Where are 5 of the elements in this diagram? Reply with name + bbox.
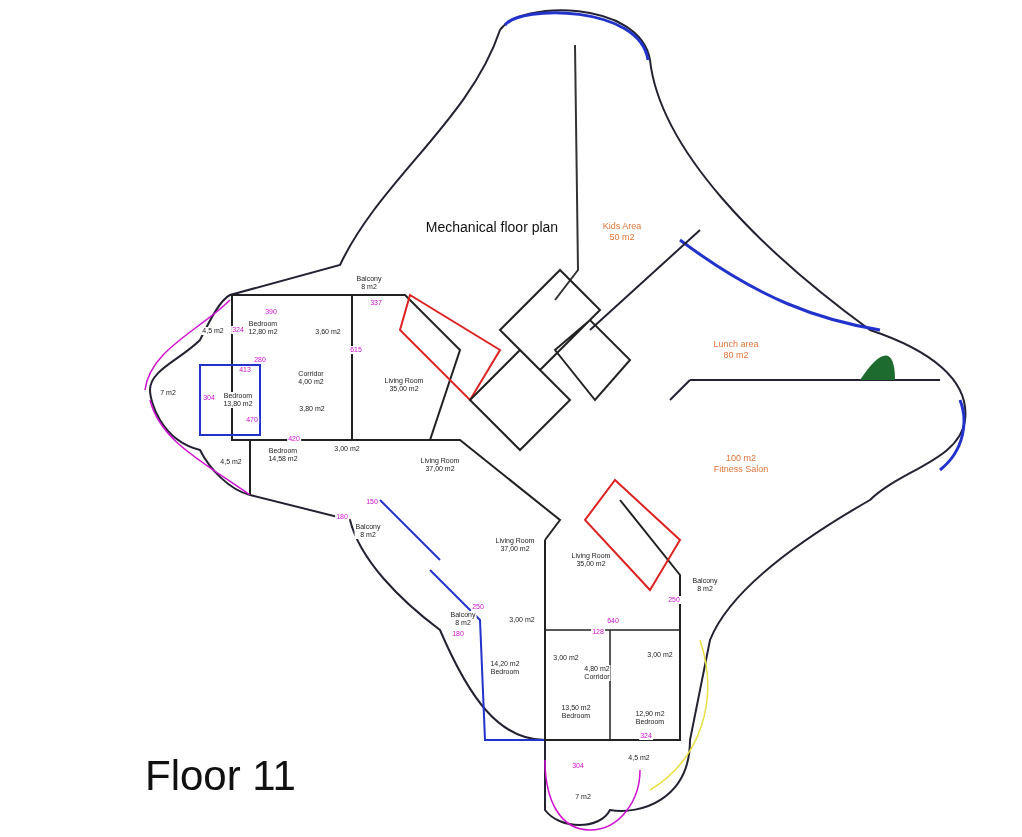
- room-label: Lunch area 80 m2: [712, 339, 760, 361]
- floor-title: Floor 11: [145, 752, 296, 800]
- room-label: 100 m2 Fitness Salon: [712, 453, 770, 475]
- room-label: Mechanical floor plan: [424, 219, 560, 235]
- room-label: Kids Area 50 m2: [601, 221, 643, 243]
